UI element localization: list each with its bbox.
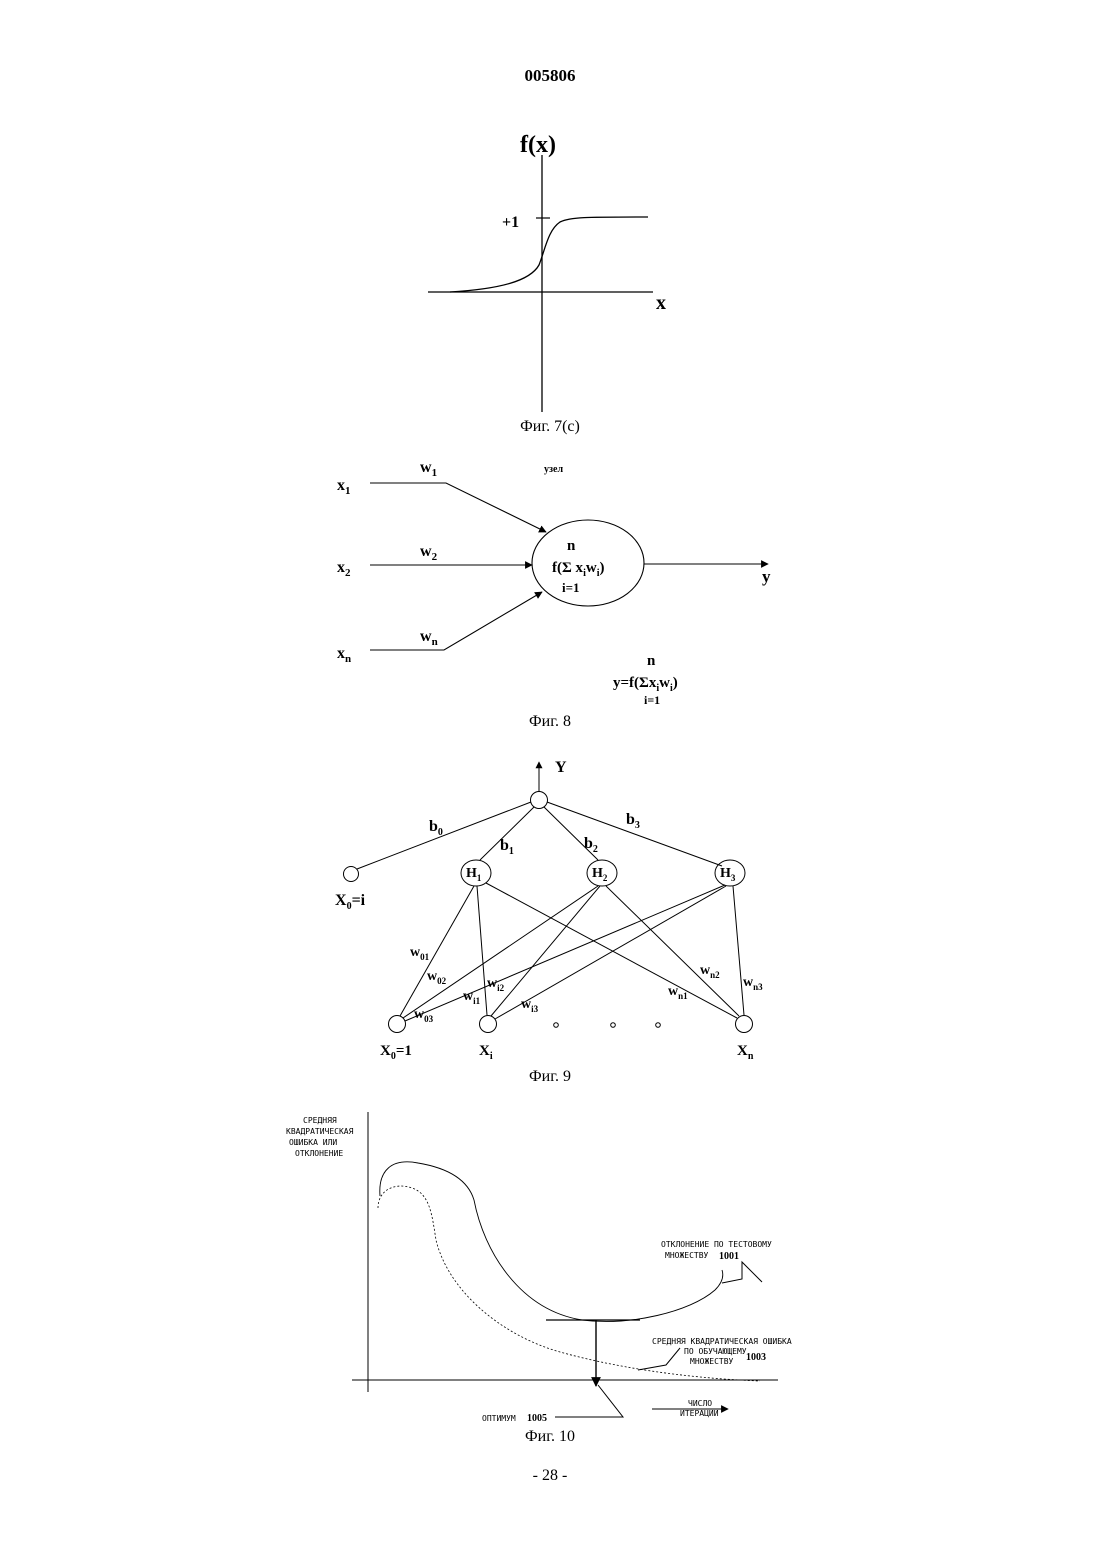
fig9-weight-wi2: wi2 (487, 976, 505, 993)
fig7c-sigmoid-curve (450, 217, 648, 292)
fig9-edge-wi1 (477, 886, 487, 1015)
fig7c-caption: Фиг. 7(c) (450, 418, 650, 436)
fig9-hidden-node-1 (461, 860, 491, 886)
fig10-y-axis-label: СРЕДНЯЯ КВАДРАТИЧЕСКАЯ ОШИБКА ИЛИ ОТКЛОН… (286, 1116, 358, 1158)
document-number: 005806 (0, 66, 1100, 86)
fig10-x-axis-label: ЧИСЛО ИТЕРАЦИЙ (680, 1399, 719, 1418)
fig8-equation-bottom: i=1 (644, 693, 660, 707)
fig9-hidden-label-1: H1 (466, 866, 482, 883)
fig8-weight-n: wn (420, 628, 438, 648)
fig9-edge-wi2 (491, 886, 600, 1016)
fig10-optimum-label: ОПТИМУМ (482, 1414, 516, 1423)
fig9-edge-wn1 (486, 883, 737, 1018)
fig10-test-pointer (722, 1262, 762, 1283)
fig8-node-formula: f(Σ xiwi) (552, 560, 604, 579)
fig9-edge-wn3 (733, 886, 744, 1015)
fig9-caption: Фиг. 9 (450, 1068, 650, 1086)
fig9-hidden-label-3: H3 (720, 866, 736, 883)
fig9-weight-wn1: wn1 (668, 984, 688, 1001)
fig10-test-label: ОТКЛОНЕНИЕ ПО ТЕСТОВОМУ МНОЖЕСТВУ (661, 1240, 777, 1260)
fig9-label-b0: b0 (429, 818, 443, 838)
fig10-train-ref: 1003 (746, 1352, 766, 1363)
fig9-edge-w01 (400, 886, 474, 1016)
fig8-input-n: xn (337, 645, 351, 665)
fig10-training-error-curve (378, 1186, 760, 1381)
fig9-input-label-n: Xn (737, 1043, 754, 1062)
fig9-bias-node (344, 867, 359, 882)
fig9-label-b2: b2 (584, 835, 598, 855)
fig7c-plot (428, 155, 653, 412)
fig9-ellipsis-dot (656, 1023, 661, 1028)
fig8-weight-1: w1 (420, 459, 437, 479)
fig8-node (532, 520, 644, 606)
fig9-output-label: Y (555, 759, 567, 776)
fig9-ellipsis-dot (554, 1023, 559, 1028)
fig9-label-b3: b3 (626, 811, 640, 831)
fig9-weight-wn2: wn2 (700, 963, 720, 980)
fig9-label-b1: b1 (500, 837, 514, 857)
fig10-test-deviation-curve (380, 1162, 723, 1322)
fig10-optimum-ref: 1005 (527, 1413, 547, 1424)
fig9-hidden-node-3 (715, 860, 745, 886)
fig9-weight-wi1: wi1 (463, 989, 481, 1006)
fig9-output-node (531, 792, 548, 809)
fig9-input-node-n (736, 1016, 753, 1033)
fig9-edge-b3 (547, 802, 722, 866)
fig10-optimum-pointer (555, 1385, 623, 1417)
fig9-edge-b1 (480, 807, 534, 860)
fig9-edge-b0 (357, 802, 531, 869)
fig10-caption: Фиг. 10 (450, 1428, 650, 1446)
fig9-edge-w03 (405, 885, 725, 1021)
fig9-weight-w01: w01 (410, 945, 430, 962)
fig9-hidden-node-2 (587, 860, 617, 886)
fig8-equation: y=f(Σxiwi) (613, 675, 678, 694)
fig7c-tick-label: +1 (502, 214, 519, 231)
fig8-node-formula-top: n (567, 538, 576, 554)
fig8-input-1: x1 (337, 477, 351, 497)
fig9-edge-wn2 (606, 886, 739, 1016)
fig9-input-label-0: X0=1 (380, 1043, 412, 1062)
fig7c-x-label: x (656, 292, 666, 314)
fig9-input-node-0 (389, 1016, 406, 1033)
fig9-ellipsis-dot (611, 1023, 616, 1028)
fig10-test-ref: 1001 (719, 1251, 739, 1262)
fig9-edge-wi3 (495, 886, 726, 1019)
fig10-train-pointer (638, 1348, 680, 1370)
fig9-edge-w02 (403, 886, 598, 1018)
fig8-caption: Фиг. 8 (450, 713, 650, 731)
fig9-weight-w02: w02 (427, 969, 447, 986)
fig8-node-formula-bottom: i=1 (562, 580, 580, 595)
fig8-input-line-1 (370, 483, 546, 532)
fig9-input-label-i: Xi (479, 1043, 493, 1062)
fig9-weight-w03: w03 (414, 1007, 434, 1024)
fig9-weight-wn3: wn3 (743, 975, 763, 992)
fig9-bias-label: X0=i (335, 892, 366, 912)
fig8-input-2: x2 (337, 559, 351, 579)
fig8-output-label: y (762, 567, 771, 586)
page-number: - 28 - (0, 1467, 1100, 1485)
fig7c-y-label: f(x) (520, 132, 556, 158)
fig8-equation-top: n (647, 653, 656, 669)
fig8-input-line-n (370, 592, 542, 650)
fig9-weight-wi3: wi3 (521, 997, 539, 1014)
fig8-node-label: узел (544, 464, 563, 475)
fig9-edge-b2 (544, 807, 598, 860)
fig9-input-node-i (480, 1016, 497, 1033)
fig8-weight-2: w2 (420, 543, 438, 563)
fig9-hidden-label-2: H2 (592, 866, 608, 883)
fig10-train-label: СРЕДНЯЯ КВАДРАТИЧЕСКАЯ ОШИБКА ПО ОБУЧАЮЩ… (652, 1337, 797, 1366)
